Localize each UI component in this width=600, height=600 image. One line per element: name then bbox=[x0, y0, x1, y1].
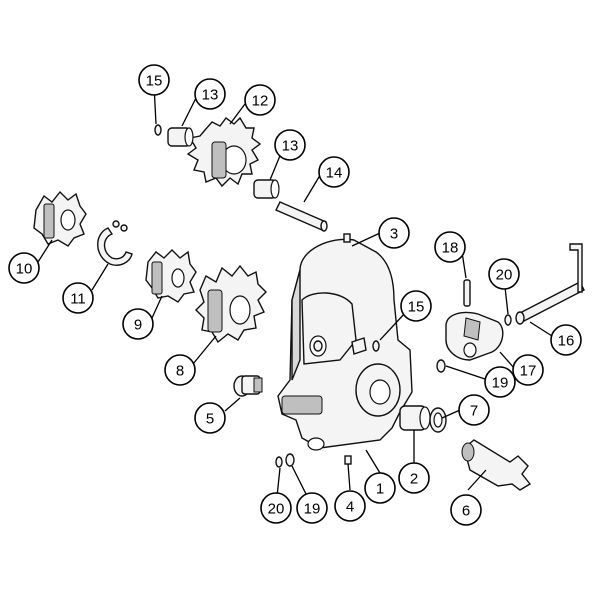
callout-11: 11 bbox=[62, 282, 94, 314]
o-ring-20-lower bbox=[275, 456, 283, 468]
callout-circle bbox=[8, 252, 40, 284]
callout-circle bbox=[138, 64, 170, 96]
callout-label: 17 bbox=[520, 363, 537, 380]
callout-15: 15 bbox=[138, 64, 170, 96]
callout-circle bbox=[194, 78, 226, 110]
callout-label: 6 bbox=[462, 503, 470, 520]
callout-circle bbox=[434, 231, 466, 263]
callout-20: 20 bbox=[260, 492, 292, 524]
pinion-shaft-6 bbox=[461, 439, 532, 491]
callout-circle bbox=[296, 492, 328, 524]
callout-label: 8 bbox=[176, 363, 184, 380]
lever-shaft-16 bbox=[515, 243, 585, 325]
callout-circle bbox=[450, 494, 482, 526]
callout-20: 20 bbox=[488, 258, 520, 290]
callout-circle bbox=[550, 324, 582, 356]
callout-1: 1 bbox=[364, 472, 396, 504]
callout-12: 12 bbox=[244, 84, 276, 116]
callout-circle bbox=[488, 258, 520, 290]
callout-label: 18 bbox=[442, 240, 459, 257]
bracket-17 bbox=[445, 311, 504, 361]
callout-2: 2 bbox=[398, 462, 430, 494]
callout-label: 19 bbox=[492, 375, 509, 392]
callout-label: 11 bbox=[70, 291, 86, 308]
callout-4: 4 bbox=[334, 490, 366, 522]
snap-ring-11 bbox=[97, 220, 133, 266]
callout-circle bbox=[512, 354, 544, 386]
callout-label: 20 bbox=[496, 267, 513, 284]
callout-circle bbox=[274, 129, 306, 161]
snap-ring-15-upper bbox=[154, 124, 162, 136]
callout-circle bbox=[378, 217, 410, 249]
callout-label: 20 bbox=[268, 501, 285, 518]
callout-label: 1 bbox=[376, 481, 384, 498]
callout-5: 5 bbox=[194, 402, 226, 434]
callout-circle bbox=[318, 156, 350, 188]
callout-circle bbox=[458, 394, 490, 426]
o-ring-20-upper bbox=[504, 314, 512, 326]
callout-3: 3 bbox=[378, 217, 410, 249]
callout-circle bbox=[122, 308, 154, 340]
callout-circle bbox=[164, 354, 196, 386]
callout-label: 3 bbox=[390, 226, 398, 243]
callout-label: 14 bbox=[326, 165, 343, 182]
gear-9 bbox=[145, 249, 197, 303]
callout-circle bbox=[400, 290, 432, 322]
callout-circle bbox=[398, 462, 430, 494]
callout-14: 14 bbox=[318, 156, 350, 188]
callout-label: 15 bbox=[408, 299, 425, 316]
callout-9: 9 bbox=[122, 308, 154, 340]
o-ring-19-lower bbox=[285, 453, 295, 467]
bearing-2 bbox=[399, 405, 431, 431]
gear-12 bbox=[186, 116, 262, 188]
bearing-13-upper bbox=[167, 127, 194, 147]
callout-18: 18 bbox=[434, 231, 466, 263]
callout-label: 12 bbox=[252, 93, 269, 110]
leader-lines bbox=[37, 84, 553, 507]
callout-label: 13 bbox=[202, 87, 219, 104]
callout-16: 16 bbox=[550, 324, 582, 356]
callout-circle bbox=[244, 84, 276, 116]
callout-label: 7 bbox=[470, 403, 478, 420]
callout-label: 16 bbox=[558, 333, 575, 350]
callout-label: 19 bbox=[304, 501, 321, 518]
gearbox-housing-1 bbox=[277, 233, 413, 451]
callout-label: 5 bbox=[206, 411, 214, 428]
callout-circle bbox=[334, 490, 366, 522]
o-ring-19-right bbox=[436, 359, 446, 373]
callout-circle bbox=[484, 366, 516, 398]
callout-15: 15 bbox=[400, 290, 432, 322]
callout-13: 13 bbox=[194, 78, 226, 110]
callout-label: 9 bbox=[134, 317, 142, 334]
shaft-14 bbox=[275, 201, 328, 232]
seal-7 bbox=[429, 407, 447, 433]
gear-10 bbox=[33, 190, 87, 247]
callout-circle bbox=[62, 282, 94, 314]
callout-circle bbox=[364, 472, 396, 504]
callout-label: 10 bbox=[16, 261, 33, 278]
callout-label: 15 bbox=[146, 73, 163, 90]
bolt-18 bbox=[463, 279, 471, 307]
fitting-5 bbox=[233, 375, 263, 397]
callout-label: 13 bbox=[282, 138, 299, 155]
callout-circle bbox=[194, 402, 226, 434]
plug-4 bbox=[344, 455, 352, 465]
bearing-13-lower bbox=[253, 179, 280, 199]
callout-circle bbox=[260, 492, 292, 524]
callout-7: 7 bbox=[458, 394, 490, 426]
callout-13: 13 bbox=[274, 129, 306, 161]
gear-8 bbox=[195, 264, 267, 344]
callout-19: 19 bbox=[484, 366, 516, 398]
callout-8: 8 bbox=[164, 354, 196, 386]
callout-10: 10 bbox=[8, 252, 40, 284]
callout-label: 4 bbox=[346, 499, 354, 516]
callout-6: 6 bbox=[450, 494, 482, 526]
snap-ring-15-right bbox=[372, 340, 380, 352]
callout-19: 19 bbox=[296, 492, 328, 524]
callout-label: 2 bbox=[410, 471, 418, 488]
callout-17: 17 bbox=[512, 354, 544, 386]
